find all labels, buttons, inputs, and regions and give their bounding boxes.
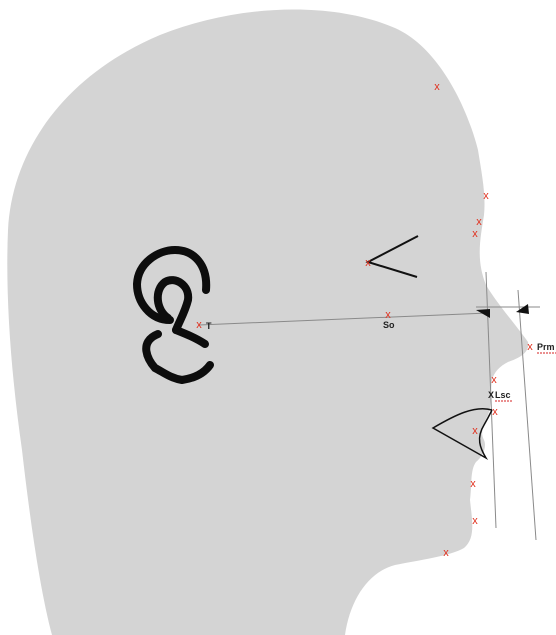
angle-wedge-right: [516, 304, 529, 314]
label-Prm: Prm: [537, 342, 555, 352]
label-Lsc-prefix: X: [488, 390, 494, 400]
landmark-upper-lip: x: [492, 406, 498, 418]
landmark-nasion: x: [476, 216, 482, 228]
landmark-stomion: x: [472, 425, 478, 437]
landmark-T: x: [196, 319, 202, 331]
landmark-nasion-lower: x: [472, 228, 478, 240]
landmark-eye-corner: x: [365, 257, 371, 269]
landmark-Prm: x: [527, 341, 533, 353]
label-T: T: [206, 321, 212, 331]
landmark-forehead: x: [434, 81, 440, 93]
landmark-pogonion: x: [472, 515, 478, 527]
landmark-lower-lip: x: [470, 478, 476, 490]
vertical-line-outer: [518, 290, 536, 540]
landmark-subnasale: x: [491, 374, 497, 386]
landmark-glabella: x: [483, 190, 489, 202]
landmark-menton: x: [443, 547, 449, 559]
label-So: So: [383, 320, 395, 330]
label-Lsc: Lsc: [495, 390, 511, 400]
